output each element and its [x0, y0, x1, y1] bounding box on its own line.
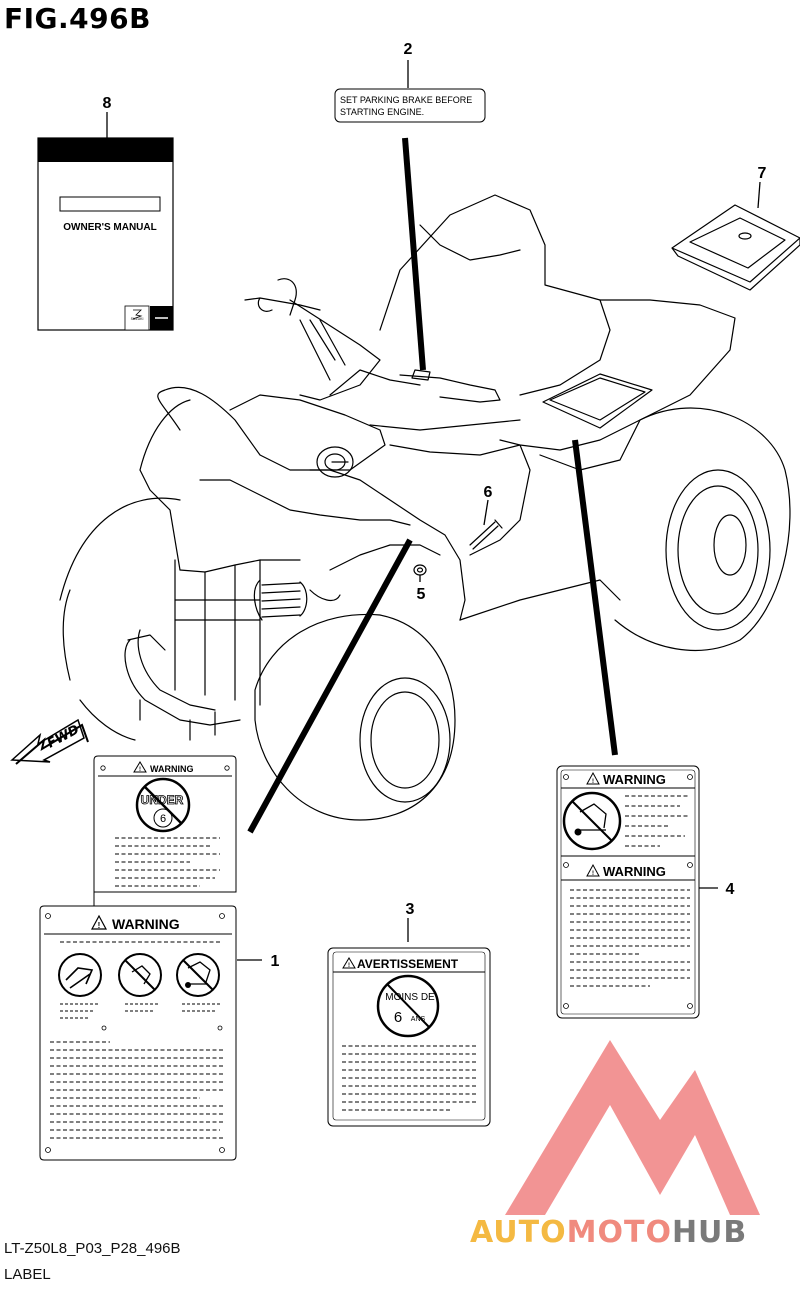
- no-passenger-icon: [58, 953, 102, 997]
- label4-header-bottom: WARNING: [603, 864, 666, 879]
- svg-text:!: !: [592, 779, 594, 785]
- label-pouch: [671, 204, 800, 291]
- watermark-auto: AUTO: [470, 1215, 567, 1250]
- diagram-code: LT-Z50L8_P03_P28_496B: [4, 1240, 181, 1257]
- label1-under-num: 6: [160, 813, 166, 825]
- svg-text:!: !: [592, 871, 594, 877]
- manual-title: OWNER'S MANUAL: [63, 222, 156, 233]
- suzuki-logo-icon: [132, 309, 143, 320]
- parking-brake-line1: SET PARKING BRAKE BEFORE: [340, 95, 472, 105]
- label4-header-top: WARNING: [603, 772, 666, 787]
- callout-7: 7: [758, 165, 767, 182]
- avertissement-label: ! AVERTISSEMENT MOINS DE 6 ANS: [327, 947, 491, 1127]
- moins-de-text: MOINS DE: [385, 992, 435, 1003]
- callout-2: 2: [404, 41, 413, 58]
- diagram-name: LABEL: [4, 1266, 51, 1283]
- owners-manual: OWNER'S MANUAL SUZUKI: [37, 137, 174, 331]
- label1-under-word: UNDER: [141, 793, 184, 807]
- watermark-moto: MOTO: [567, 1215, 672, 1250]
- svg-text:!: !: [139, 767, 141, 773]
- callout-6: 6: [484, 484, 493, 501]
- warning-label-1: ! WARNING UNDER 6 ! WARNING: [39, 755, 237, 1161]
- warning-label-4: ! WARNING ! WARNING: [556, 765, 700, 1019]
- watermark: AUTOMOTOHUB: [470, 1040, 760, 1250]
- six-number: 6: [394, 1009, 402, 1026]
- svg-text:!: !: [98, 921, 101, 930]
- callout-3: 3: [406, 901, 415, 918]
- callout-4: 4: [726, 881, 735, 898]
- parking-brake-label: SET PARKING BRAKE BEFORE STARTING ENGINE…: [334, 88, 486, 123]
- callout-8: 8: [103, 95, 112, 112]
- watermark-logo-icon: [505, 1040, 760, 1215]
- parking-brake-line2: STARTING ENGINE.: [340, 107, 424, 117]
- figure-title: FIG.496B: [4, 2, 151, 35]
- callout-5: 5: [417, 586, 426, 603]
- atv-illustration: [59, 194, 791, 821]
- manual-brand: SUZUKI: [131, 317, 144, 321]
- watermark-hub: HUB: [672, 1215, 747, 1250]
- callout-1: 1: [271, 953, 280, 970]
- label1-top-header: WARNING: [150, 764, 194, 774]
- leader-lines: [106, 60, 761, 961]
- fwd-arrow: FWD: [10, 718, 89, 765]
- label1-main-header: WARNING: [112, 916, 180, 932]
- svg-text:!: !: [348, 963, 350, 969]
- ans-text: ANS: [411, 1016, 426, 1023]
- svg-text:AUTOMOTOHUB: AUTOMOTOHUB: [470, 1215, 747, 1250]
- avertissement-header: AVERTISSEMENT: [357, 957, 459, 971]
